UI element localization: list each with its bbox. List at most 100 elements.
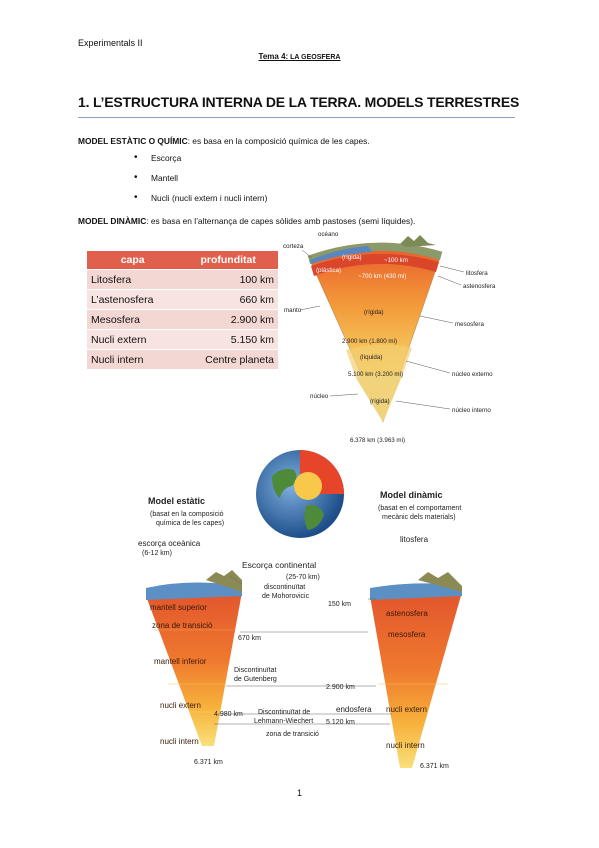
page-number: 1 [296,788,302,798]
label-rigida-mid: (rígida) [364,309,384,316]
static-model-title: Model estàtic [148,496,205,506]
static-model-sub1: (basat en la composició [150,511,224,518]
heading-rule [78,117,515,118]
label-escorca-oceanica: escorça oceànica [138,539,201,548]
static-model-cone [146,592,242,746]
cone-mountains [400,235,436,247]
dynamic-model-sub2: mecànic dels materials) [382,514,456,521]
cone-ocean [310,246,372,264]
label-km-6371-l: 6.371 km [194,759,223,766]
topic-rest: la geosfera [288,54,341,61]
label-km-670: 670 km [238,635,261,642]
static-model-paragraph: MODEL ESTÀTIC O QUÍMIC: es basa en la co… [78,136,370,146]
label-corteza: corteza [283,243,304,250]
label-disc-gut-1: Discontinuïtat [234,667,276,674]
label-oceano: océano [318,231,339,238]
table-cell: 5.150 km [178,329,278,350]
dynamic-model-sub1: (basat en el comportament [378,505,461,512]
dynamic-model-continent [418,572,462,592]
dynamic-model-cone [370,592,462,768]
table-header-row: capa profunditat [87,251,278,270]
globe-core [294,472,322,500]
label-rigida-core: (rígida) [370,398,390,405]
label-nucli-intern-r: nucli intern [386,741,425,750]
table-cell: Litosfera [87,269,179,290]
table-cell: L’astenosfera [87,289,179,310]
dynamic-model-label: MODEL DINÀMIC [78,216,147,226]
label-depth-700: ~700 km (430 mi) [358,273,406,280]
earth-models-diagram: Model estàtic (basat en la composició qu… [138,450,462,770]
topic-title: Tema 4: la geosfera [0,52,599,61]
static-model-sub2: química de les capes) [156,520,224,527]
label-astenosfera-r: astenosfera [386,609,428,618]
label-nucleo-externo: núcleo externo [452,371,493,378]
label-disc-lw-1: Discontinuïtat de [258,709,310,716]
earth-cone-diagram: océano corteza (rígida) (plástica) ~100 … [283,231,496,444]
table-cell: 2.900 km [178,309,278,330]
cone-crust [308,242,442,264]
label-plastica: (plástica) [316,267,341,274]
dynamic-model-crust [370,583,462,600]
section-heading: 1. L’ESTRUCTURA INTERNA DE LA TERRA. MOD… [78,94,520,110]
static-model-continent [206,570,242,592]
label-nucleo-interno: núcleo interno [452,407,491,414]
column-header-capa: capa [87,251,179,270]
table-cell: Centre planeta [178,349,278,369]
label-escorca-continental: Escorça continental [242,560,316,570]
label-zona-transicio: zona de transició [152,621,213,630]
label-manto: manto [284,307,302,314]
label-disc-moho-2: de Mohorovicic [262,593,310,600]
label-km-2900: 2.900 km [326,684,355,691]
table-cell: Mesosfera [87,309,179,330]
dynamic-model-text: : es basa en l’alternança de capes sòlid… [146,216,416,226]
label-nucli-extern-l: nucli extern [160,701,201,710]
label-escorca-continental-km: (25-70 km) [286,574,320,581]
label-disc-gut-2: de Gutenberg [234,676,277,683]
static-model-label: MODEL ESTÀTIC O QUÍMIC [78,136,188,146]
label-km-150: 150 km [328,601,351,608]
label-mantell-inferior: mantell inferior [154,657,207,666]
label-disc-lw-2: Lehmann-Wiechert [254,718,313,725]
label-endosfera: endosfera [336,705,372,714]
label-km-6371-r: 6.371 km [420,763,449,770]
list-item: Mantell [134,172,267,193]
table-cell: 660 km [178,289,278,310]
label-liquida: (líquida) [360,354,382,361]
label-radius: 6.378 km (3.963 mi) [350,437,405,444]
table-cell: 100 km [178,269,278,290]
cone-outer-core-band [346,344,412,378]
static-model-crust [146,582,242,600]
label-depth-100: ~100 km [384,257,408,264]
list-item: Escorça [134,152,267,173]
label-mesosfera: mesosfera [455,321,484,328]
label-litosfera-r: litosfera [400,535,429,544]
table-cell: Nucli extern [87,329,179,350]
cone-inner-core [356,373,402,422]
label-mesosfera-r: mesosfera [388,630,426,639]
document-header: Experimentals II [78,38,143,48]
label-km-5120: 5.120 km [326,719,355,726]
dynamic-model-title: Model dinàmic [380,490,443,500]
label-litosfera: litosfera [466,270,488,277]
static-model-list: Escorça Mantell Nucli (nucli extern i nu… [134,152,267,213]
label-disc-moho-1: discontinuïtat [264,584,305,591]
label-nucleo: núcleo [310,393,329,400]
dynamic-model-paragraph: MODEL DINÀMIC: es basa en l’alternança d… [78,216,415,226]
label-depth-2900: 2.900 km (1.800 mi) [342,338,397,345]
label-rigida-top: (rígida) [342,254,362,261]
column-header-profunditat: profunditat [178,251,278,270]
label-depth-5100: 5.100 km (3.200 mi) [348,371,403,378]
label-disc-lw-3: zona de transició [266,731,319,738]
label-astenosfera: astenosfera [463,283,496,290]
static-model-text: : es basa en la composició química de le… [187,136,370,146]
label-mantell-superior: mantell superior [150,603,207,612]
label-nucli-intern-l: nucli intern [160,737,199,746]
topic-lead: Tema 4: [258,52,289,61]
globe-land [272,468,324,530]
